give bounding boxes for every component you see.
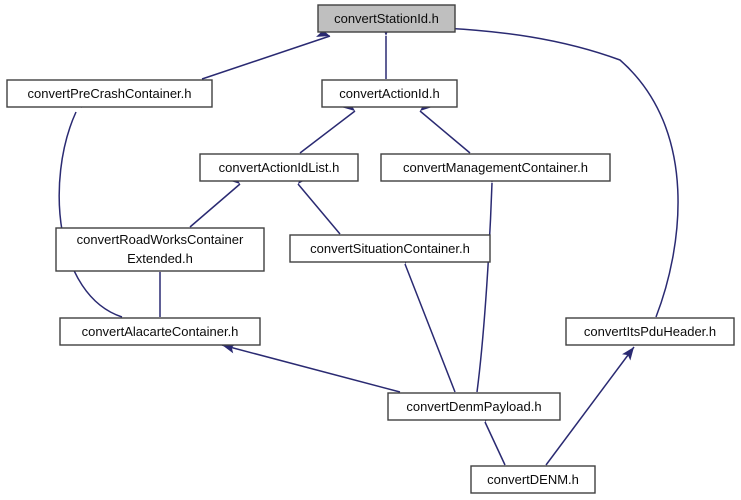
node-box[interactable] [6, 79, 213, 108]
node-box[interactable] [317, 4, 456, 33]
node-box[interactable] [470, 465, 596, 494]
node-box[interactable] [289, 234, 491, 263]
node-box[interactable] [55, 227, 265, 272]
node-denmPayload[interactable]: convertDenmPayload.h [387, 392, 561, 421]
edge-denmPayload-to-alacarteContainer [221, 343, 401, 393]
node-preCrash[interactable]: convertPreCrashContainer.h [6, 79, 213, 108]
node-itsPduHeader[interactable]: convertItsPduHeader.h [565, 317, 735, 346]
node-alacarteContainer[interactable]: convertAlacarteContainer.h [59, 317, 261, 346]
node-stationId[interactable]: convertStationId.h [317, 4, 456, 33]
edge-line [476, 182, 493, 393]
node-actionId[interactable]: convertActionId.h [321, 79, 458, 108]
node-managementContainer[interactable]: convertManagementContainer.h [380, 153, 611, 182]
node-box[interactable] [565, 317, 735, 346]
node-box[interactable] [321, 79, 458, 108]
edge-line [58, 111, 123, 318]
arrowhead-icon [622, 347, 634, 361]
edge-line [221, 344, 401, 393]
edge-line [297, 183, 341, 235]
nodes-layer: convertStationId.h convertPreCrashContain… [6, 4, 735, 494]
edge-line [201, 35, 331, 80]
node-box[interactable] [59, 317, 261, 346]
node-actionIdList[interactable]: convertActionIdList.h [199, 153, 359, 182]
arrowhead-icon [222, 343, 236, 354]
edge-line [299, 110, 356, 154]
edge-line [545, 346, 635, 466]
edge-denm-to-itsPduHeader [545, 346, 635, 466]
edge-preCrash-to-stationId [201, 27, 331, 80]
edge-line [419, 110, 471, 154]
node-situationContainer[interactable]: convertSituationContainer.h [289, 234, 491, 263]
edge-denmPayload-to-situationContainer [404, 249, 456, 393]
node-box[interactable] [380, 153, 611, 182]
edge-line [404, 263, 456, 393]
node-box[interactable] [387, 392, 561, 421]
edge-line [442, 27, 679, 318]
edge-line [484, 421, 506, 466]
edge-denmPayload-to-managementContainer [476, 169, 497, 393]
node-denm[interactable]: convertDENM.h [470, 465, 596, 494]
edge-line [189, 183, 241, 228]
node-box[interactable] [199, 153, 359, 182]
edge-alacarteContainer-to-preCrash [58, 94, 123, 318]
